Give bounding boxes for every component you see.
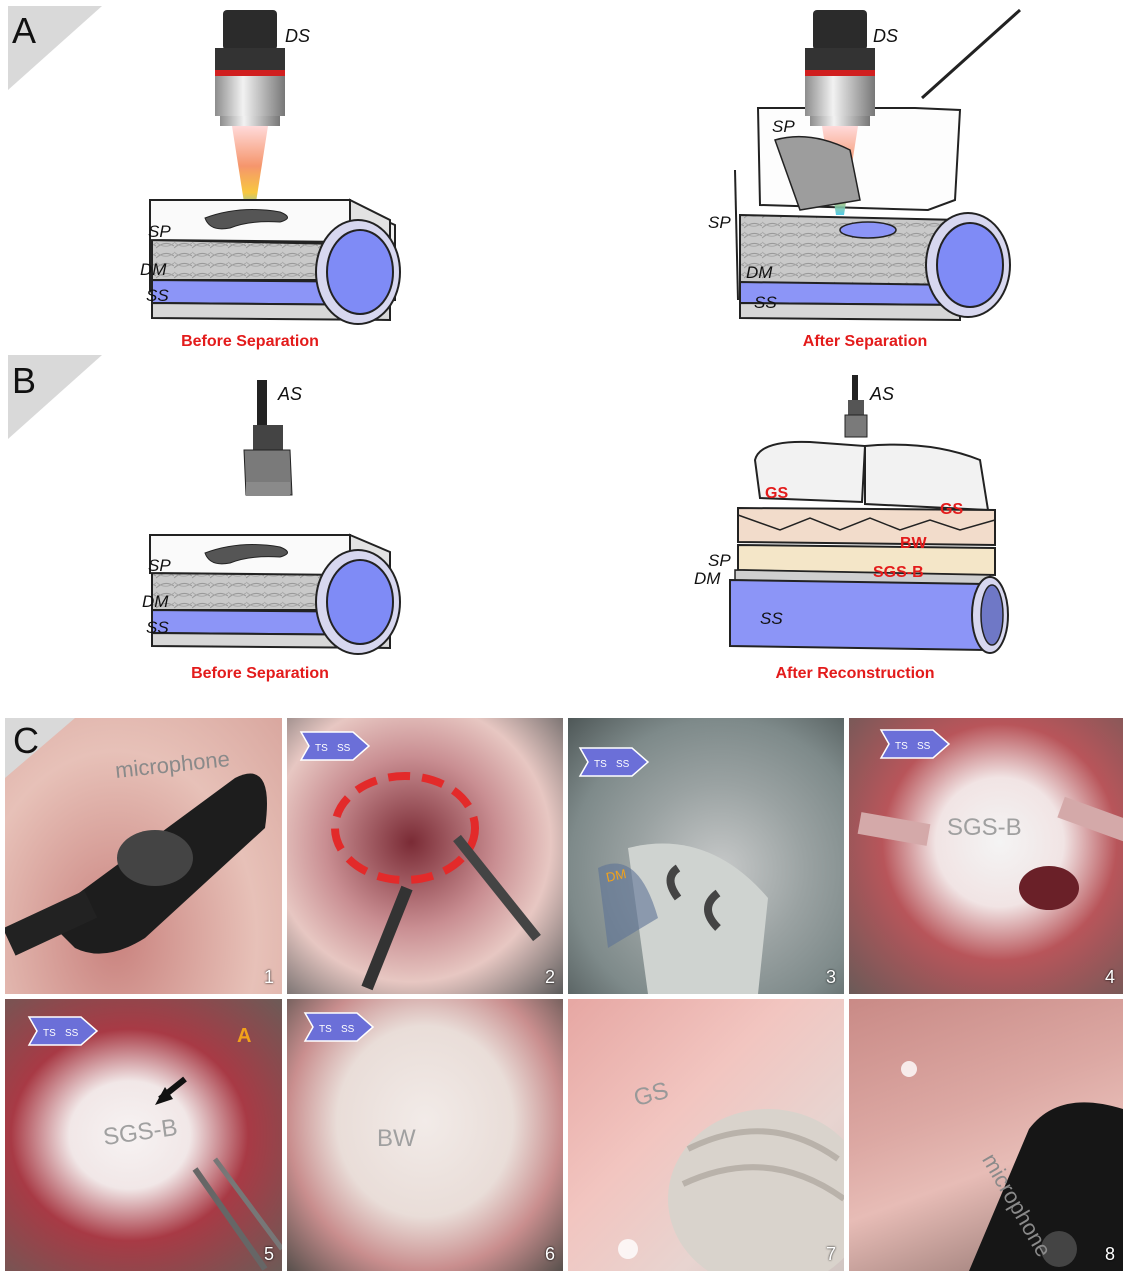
ss-label: SS	[760, 609, 783, 628]
svg-text:SS: SS	[917, 741, 931, 752]
as-label: AS	[277, 384, 302, 404]
photo-3: TS SS DM 3	[568, 718, 844, 994]
photo-4-sgs-b-label: SGS-B	[947, 814, 1022, 842]
svg-text:SS: SS	[341, 1024, 355, 1035]
sp-label-top: SP	[772, 117, 795, 136]
vessel-before-separation	[150, 200, 400, 324]
panel-a-left-diagram: DS SP DM SS	[120, 0, 420, 340]
acoustic-sensor-icon	[845, 375, 867, 437]
sp-label-side: SP	[708, 213, 731, 232]
panel-b-right-diagram: AS GS GS BW SGS-B SP DM SS	[690, 370, 1020, 670]
caption-a-right: After Separation	[750, 333, 980, 351]
ts-ss-arrow-icon: TS SS	[25, 1013, 101, 1049]
caption-b-right: After Reconstruction	[740, 665, 970, 683]
sp-label: SP	[148, 222, 171, 241]
panel-b-left-diagram: AS SP DM SS	[120, 370, 420, 670]
diamond-drill-icon	[215, 10, 285, 215]
ts-ss-arrow-icon: TS SS	[297, 728, 373, 764]
dm-label: DM	[140, 260, 167, 279]
bw-label: BW	[900, 535, 928, 552]
svg-text:TS: TS	[319, 1024, 332, 1035]
photo-4: TS SS SGS-B 4	[849, 718, 1123, 994]
photo-5-number: 5	[264, 1244, 274, 1265]
svg-text:TS: TS	[895, 741, 908, 752]
photo-5: TS SS A SGS-B 5	[5, 999, 282, 1271]
dm-label: DM	[746, 263, 773, 282]
photo-6-bw-label: BW	[377, 1125, 416, 1153]
sp-label: SP	[148, 556, 171, 575]
sp-label: SP	[708, 551, 731, 570]
ds-label: DS	[285, 26, 310, 46]
panel-b-letter: B	[12, 360, 36, 402]
ts-ss-arrow-icon: TS SS	[576, 744, 652, 780]
svg-text:SS: SS	[616, 759, 630, 770]
photo-6: TS SS BW 6	[287, 999, 563, 1271]
photo-7-number: 7	[826, 1244, 836, 1265]
photo-8-number: 8	[1105, 1244, 1115, 1265]
dm-label: DM	[694, 569, 721, 588]
ss-label: SS	[146, 618, 169, 637]
dm-label: DM	[142, 592, 169, 611]
photo-2: TS SS 2	[287, 718, 563, 994]
caption-b-left: Before Separation	[130, 665, 390, 683]
svg-text:TS: TS	[594, 759, 607, 770]
panel-a-letter: A	[12, 10, 36, 52]
photo-8: microphone 8	[849, 999, 1123, 1271]
gs-label-right: GS	[940, 501, 963, 518]
photo-1: C microphone 1	[5, 718, 282, 994]
photo-1-number: 1	[264, 967, 274, 988]
sgs-b-label: SGS-B	[873, 564, 924, 581]
ts-ss-arrow-icon: TS SS	[301, 1009, 377, 1045]
gs-label-left: GS	[765, 485, 788, 502]
svg-text:TS: TS	[315, 743, 328, 754]
caption-a-left: Before Separation	[120, 333, 380, 351]
ds-label: DS	[873, 26, 898, 46]
photo-4-number: 4	[1105, 967, 1115, 988]
svg-text:SS: SS	[65, 1028, 79, 1039]
panel-c-letter: C	[13, 720, 39, 762]
as-label: AS	[869, 384, 894, 404]
photo-7: GS 7	[568, 999, 844, 1271]
ss-label: SS	[146, 286, 169, 305]
svg-text:SS: SS	[337, 743, 351, 754]
photo-5-orange-a-label: A	[237, 1025, 251, 1048]
vessel-before-separation	[150, 535, 400, 654]
photo-6-number: 6	[545, 1244, 555, 1265]
ss-label: SS	[754, 293, 777, 312]
ts-ss-arrow-icon: TS SS	[877, 726, 953, 762]
svg-text:TS: TS	[43, 1028, 56, 1039]
panel-a-right-diagram: DS SP SP DM SS	[690, 0, 1030, 340]
photo-3-number: 3	[826, 967, 836, 988]
photo-2-number: 2	[545, 967, 555, 988]
